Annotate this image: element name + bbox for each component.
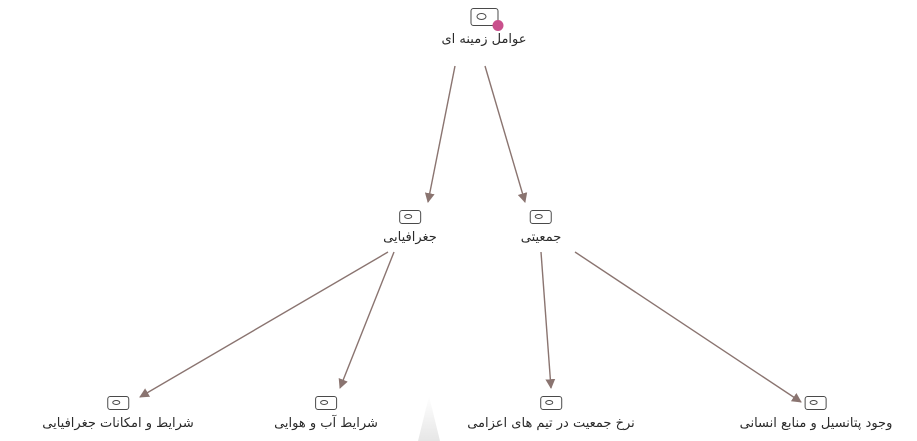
edges-layer (139, 65, 802, 403)
edge-geo-geo_conditions (139, 251, 389, 398)
code-icon (469, 8, 503, 31)
code-icon (805, 396, 827, 410)
code-icon (107, 396, 129, 410)
node-label: جغرافیایی (383, 230, 437, 245)
code-icon (540, 396, 562, 410)
node-label: جمعیتی (520, 230, 562, 245)
node-label: شرایط آب و هوایی (274, 416, 378, 431)
node-geo-conditions[interactable]: شرایط و امکانات جغرافیایی (42, 396, 194, 431)
node-population-rate[interactable]: نرخ جمعیت در تیم های اعزامی (467, 396, 635, 431)
code-icon (399, 210, 421, 224)
edge-pop-population_rate (540, 251, 556, 389)
edge-geo-climate (338, 251, 395, 389)
node-label: شرایط و امکانات جغرافیایی (42, 416, 194, 431)
node-label: عوامل زمینه ای (441, 32, 527, 47)
node-pop[interactable]: جمعیتی (520, 210, 562, 245)
root-marker-dot (491, 20, 503, 31)
node-label: نرخ جمعیت در تیم های اعزامی (467, 416, 635, 431)
node-geo[interactable]: جغرافیایی (383, 210, 437, 245)
edge-root-geo (424, 65, 456, 203)
node-human-resources[interactable]: وجود پتانسیل و منابع انسانی (739, 396, 893, 431)
code-icon (314, 396, 337, 410)
edge-root-pop (484, 65, 528, 203)
node-root[interactable]: عوامل زمینه ای (441, 8, 527, 47)
code-icon (529, 210, 552, 224)
node-climate[interactable]: شرایط آب و هوایی (274, 396, 378, 431)
edge-pop-human_resources (574, 251, 802, 403)
node-label: وجود پتانسیل و منابع انسانی (739, 416, 893, 431)
